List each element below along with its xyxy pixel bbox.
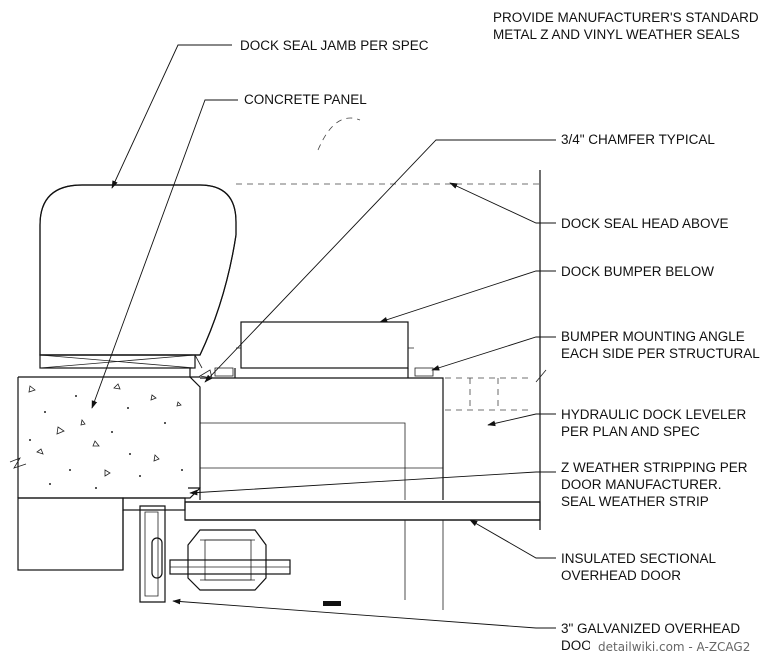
callout-weather-strip-line-2: DOOR MANUFACTURER. xyxy=(561,477,722,492)
callout-leveler-line-1: HYDRAULIC DOCK LEVELER xyxy=(561,407,747,422)
callout-concrete-panel: CONCRETE PANEL xyxy=(244,92,367,107)
callout-weather-strip-line-1: Z WEATHER STRIPPING PER xyxy=(561,460,748,475)
concrete-panel xyxy=(9,376,201,499)
header-note-line-2: METAL Z AND VINYL WEATHER SEALS xyxy=(493,27,740,42)
door-track xyxy=(139,505,291,603)
callout-leveler-line-2: PER PLAN AND SPEC xyxy=(561,424,700,439)
watermark: detailwiki.com - A-ZCAG2 xyxy=(598,640,750,654)
callout-dock-bumper: DOCK BUMPER BELOW xyxy=(561,264,714,279)
dock-leveler xyxy=(200,367,444,610)
callout-dock-seal-head: DOCK SEAL HEAD ABOVE xyxy=(561,216,729,231)
dock-bumper xyxy=(236,321,414,369)
lower-wall xyxy=(17,497,186,571)
header-note-line-1: PROVIDE MANUFACTURER'S STANDARD xyxy=(493,10,759,25)
leader-lines xyxy=(91,44,556,629)
overhead-door xyxy=(184,487,541,521)
callout-chamfer: 3/4" CHAMFER TYPICAL xyxy=(561,132,715,147)
callout-dock-seal-jamb: DOCK SEAL JAMB PER SPEC xyxy=(240,38,429,53)
callout-overhead-door-line-1: INSULATED SECTIONAL xyxy=(561,551,717,566)
dock-seal-jamb xyxy=(39,184,237,369)
callout-galvanized-line-1: 3" GALVANIZED OVERHEAD xyxy=(561,621,740,636)
callout-weather-strip-line-3: SEAL WEATHER STRIP xyxy=(561,494,709,509)
callout-bumper-angle-line-1: BUMPER MOUNTING ANGLE xyxy=(561,329,745,344)
callout-overhead-door-line-2: OVERHEAD DOOR xyxy=(561,568,681,583)
callout-bumper-angle-line-2: EACH SIDE PER STRUCTURAL xyxy=(561,346,760,361)
